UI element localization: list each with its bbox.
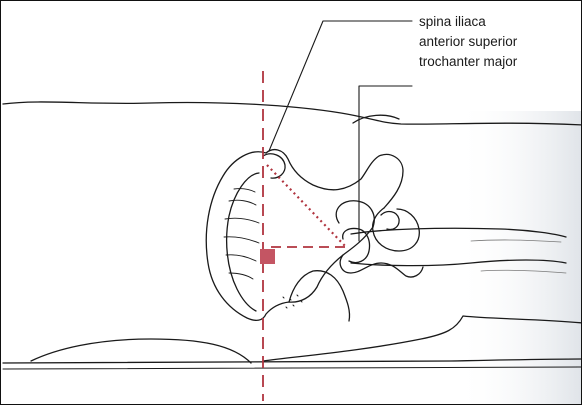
pubic-ring [340,227,423,277]
label-trochanter-major: trochanter major [419,52,517,72]
target-marker [260,249,275,264]
diagonal-dotted-line [267,165,346,247]
leader-trochanter [359,86,412,241]
asis-process [263,154,285,178]
label-spina-iliaca: spina iliaca [419,12,486,32]
iliac-fossa [227,173,259,311]
label-anterior-superior: anterior superior [419,32,517,52]
acetabulum [336,201,374,227]
obturator [381,212,399,230]
buttock-contour [31,339,251,363]
